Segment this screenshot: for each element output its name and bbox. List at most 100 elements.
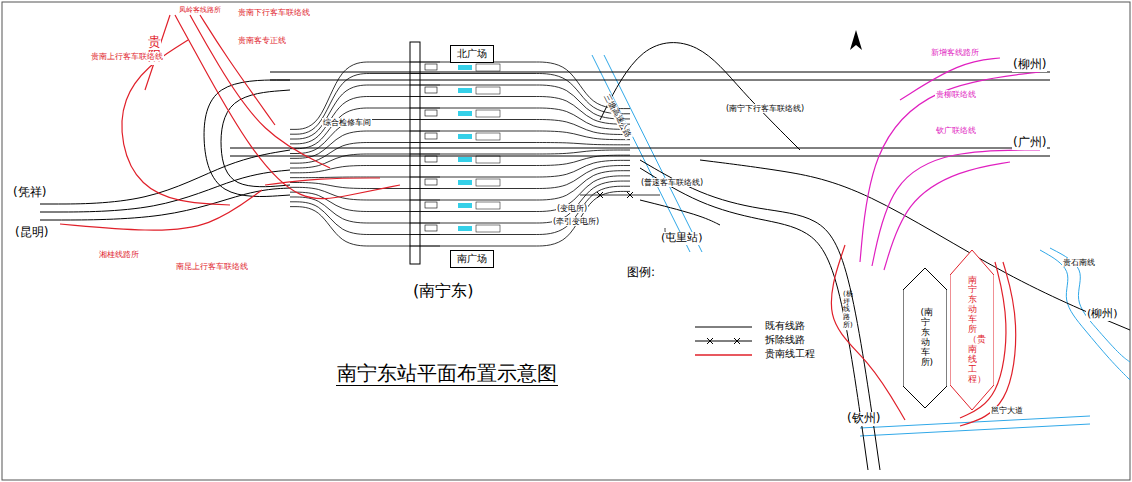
platform-tag <box>476 156 500 163</box>
node-text: 南宁东动车所（贵南线工程） <box>968 275 977 386</box>
map-label: 凤岭客线路所 <box>178 6 222 14</box>
ladder-line <box>410 177 440 178</box>
platform-box <box>425 64 437 70</box>
road-line <box>592 55 690 252</box>
map-label: 贵柳联络线 <box>935 90 977 99</box>
map-label: (昆明) <box>14 226 49 240</box>
legend-text: 贵南线工程 <box>764 348 816 360</box>
track-line <box>200 15 275 125</box>
yard-fan <box>530 143 630 145</box>
track-line <box>221 90 290 187</box>
ladder-line <box>410 223 440 224</box>
ladder-line <box>410 85 440 86</box>
map-label: 邕宁大道 <box>990 406 1024 415</box>
ladder-line <box>410 246 440 247</box>
yard-track <box>375 85 530 86</box>
map-label: 南昆上行客车联络线 <box>175 262 249 271</box>
platform-tag <box>476 133 500 140</box>
track-line <box>40 188 290 220</box>
platform-box <box>425 133 437 139</box>
map-title: 南宁东站平面布置示意图 <box>336 362 558 386</box>
yard-fan <box>530 131 630 140</box>
ladder-line <box>410 131 440 132</box>
map-label: (牵引变电所) <box>552 217 600 226</box>
yard-fan <box>530 191 630 246</box>
plaza-box: 北广场 <box>450 45 494 63</box>
yard-track <box>375 131 530 132</box>
track-line <box>230 148 1050 149</box>
track-line <box>175 15 400 199</box>
ladder-line <box>410 200 440 201</box>
yard-fan <box>290 197 375 223</box>
yard-track <box>375 234 530 235</box>
track-line <box>265 178 380 185</box>
map-label: 新增客线路所 <box>930 48 980 57</box>
map-label: (屯里站) <box>660 232 704 245</box>
map-label: 图例: <box>626 266 656 280</box>
yard-track <box>375 108 530 109</box>
platform-box <box>425 87 437 93</box>
platform-tag <box>476 225 500 232</box>
platform-mark <box>458 111 472 116</box>
ladder-line <box>410 96 440 97</box>
ladder-line <box>410 188 440 189</box>
plaza-box: 南广场 <box>450 250 494 268</box>
map-label: 钦广联络线 <box>935 126 977 135</box>
ladder-line <box>410 119 440 120</box>
track-line <box>860 72 1040 262</box>
platform-mark <box>458 134 472 139</box>
river-line <box>1050 248 1130 362</box>
removal-mark <box>734 338 740 344</box>
map-label: 贵南上行客车联络线 <box>90 52 164 61</box>
track-line <box>270 72 1050 73</box>
removal-mark <box>707 338 713 344</box>
platform-mark <box>458 180 472 185</box>
legend-text: 既有线路 <box>764 320 806 332</box>
legend-text: 拆除线路 <box>764 334 806 346</box>
platform-mark <box>458 226 472 231</box>
track-line <box>580 195 660 196</box>
yard-fan <box>290 207 375 246</box>
map-label: 贵南下行客车联络线 <box>237 8 311 17</box>
platform-tag <box>476 87 500 94</box>
yard-fan <box>530 186 630 234</box>
road-line <box>860 424 1090 436</box>
legend-sample <box>695 354 752 355</box>
platform-box <box>425 156 437 162</box>
map-label: (柳州) <box>1012 58 1047 72</box>
yard-track <box>375 154 530 155</box>
node-text: 南广场 <box>457 252 487 266</box>
ladder-line <box>410 62 440 63</box>
removal-mark <box>627 192 633 198</box>
yard-fan <box>530 150 630 154</box>
removal-mark <box>597 192 603 198</box>
track-line <box>640 200 720 225</box>
depot-shape: 南宁东动车所（贵南线工程） <box>950 250 994 410</box>
map-label: (南宁东) <box>412 282 474 300</box>
yard-track <box>375 200 530 201</box>
ladder-line <box>410 154 440 155</box>
map-label: (钦州) <box>846 412 881 426</box>
platform-mark <box>458 65 472 70</box>
map-label: (变电所) <box>556 204 588 213</box>
map-label: 贵石南线 <box>1062 258 1096 267</box>
depot-shape: (南宁东动车所) <box>903 268 947 408</box>
platform-box <box>425 225 437 231</box>
track-line <box>872 150 1040 266</box>
node-text: 北广场 <box>457 47 487 61</box>
track-line <box>831 245 905 420</box>
map-label: (广州) <box>1012 136 1047 150</box>
map-label: (杨圩线路所) <box>843 290 850 330</box>
map-label: (普速客车联络线) <box>640 178 704 187</box>
ladder-line <box>410 142 440 143</box>
ladder-line <box>410 165 440 166</box>
yard-track <box>375 165 530 166</box>
yard-track <box>375 177 530 178</box>
map-label: (柳州) <box>1086 308 1119 321</box>
ladder-line <box>410 234 440 235</box>
platform-tag <box>476 110 500 117</box>
platform-mark <box>458 157 472 162</box>
platform-box <box>425 202 437 208</box>
